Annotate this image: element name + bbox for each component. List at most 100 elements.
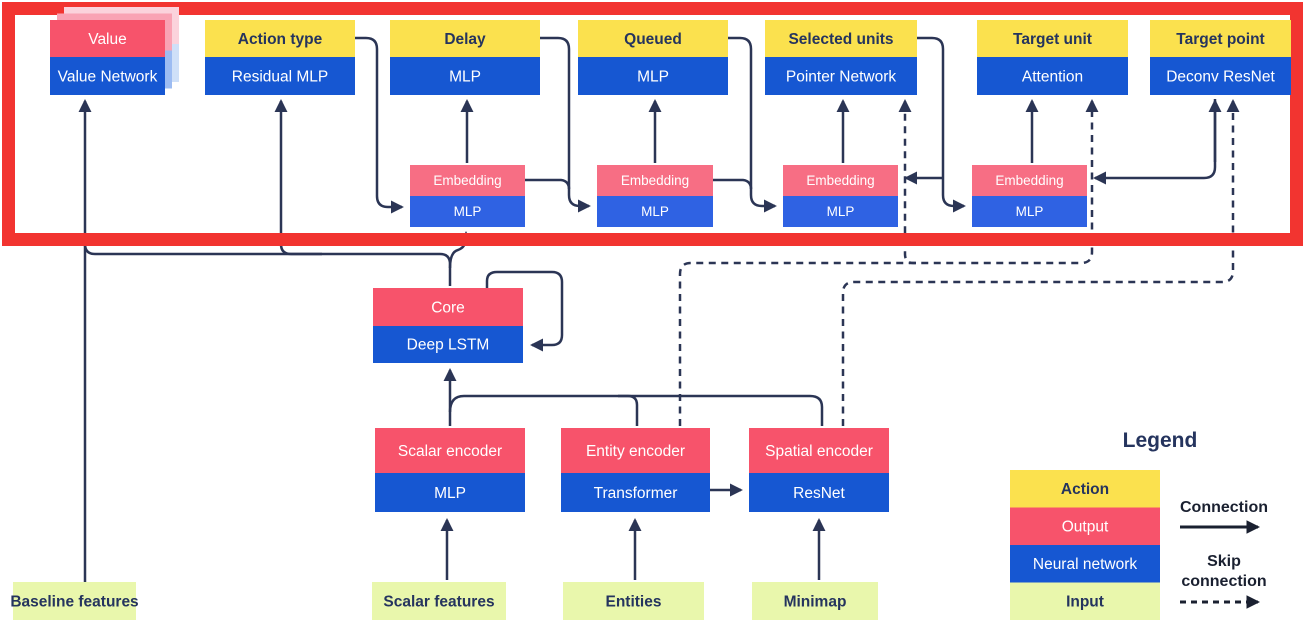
input-scalar-features: Scalar features: [372, 582, 506, 620]
delay-label: Delay: [444, 31, 486, 48]
embedding4-label: Embedding: [995, 173, 1063, 188]
action-type-network-box: [205, 57, 355, 95]
core-label: Core: [431, 300, 465, 317]
core-lstm-box: [373, 326, 523, 363]
legend-skip-label-line1: Skip: [1207, 553, 1241, 570]
selected-units-network-box: [765, 57, 917, 95]
connector-embedding1-output-join: [525, 178, 571, 190]
connector-selectedunits-to-embedding4: [917, 36, 966, 213]
legend-connection-label: Connection: [1180, 499, 1268, 516]
red-highlight-border: [2, 2, 1303, 246]
embedding4-top-box: [972, 165, 1087, 196]
baseline-features-label: Baseline features: [10, 594, 138, 611]
scalar-encoder-label: Scalar encoder: [398, 443, 502, 460]
spatial-encoder-resnet-box: [749, 473, 889, 512]
spatial-encoder-resnet-label: ResNet: [793, 485, 845, 502]
baseline-features-box: [13, 582, 136, 620]
head-block-selected-units: Selected units Pointer Network: [765, 20, 917, 95]
head-block-target-unit: Target unit Attention: [977, 20, 1128, 95]
embedding1-mlp-box: [410, 196, 525, 227]
value-network-box: [50, 57, 165, 95]
embedding2-mlp-label: MLP: [641, 204, 669, 219]
core-block: Core Deep LSTM: [373, 288, 523, 363]
encoder-entity: Entity encoder Transformer: [561, 428, 710, 512]
scalar-features-label: Scalar features: [383, 594, 494, 611]
connector-encoder-merge-line: [448, 394, 824, 426]
action-type-action-box: [205, 20, 355, 57]
spatial-encoder-label: Spatial encoder: [765, 443, 873, 460]
selected-units-label: Selected units: [788, 31, 893, 48]
embedding1-mlp-label: MLP: [454, 204, 482, 219]
connector-queued-to-embedding3: [728, 36, 777, 213]
scalar-features-box: [372, 582, 506, 620]
target-unit-label: Target unit: [1013, 31, 1092, 48]
entities-label: Entities: [606, 594, 662, 611]
legend-swatch-neural-network: [1010, 545, 1160, 583]
queued-network-box: [578, 57, 728, 95]
minimap-label: Minimap: [784, 594, 847, 611]
head-block-action-type: Action type Residual MLP: [205, 20, 355, 95]
embedding4-mlp-box: [972, 196, 1087, 227]
connector-actiontype-to-embedding1: [355, 36, 404, 214]
selected-units-network-label: Pointer Network: [786, 69, 897, 86]
legend-neural-network-label: Neural network: [1033, 556, 1137, 573]
connector-embedding2-output-join: [713, 178, 753, 190]
legend-swatch-action: [1010, 470, 1160, 508]
spatial-encoder-top-box: [749, 428, 889, 473]
target-unit-network-label: Attention: [1022, 69, 1083, 86]
entity-encoder-top-box: [561, 428, 710, 473]
target-point-network-box: [1150, 57, 1291, 95]
connector-core-self-loop: [485, 270, 564, 352]
value-label: Value: [88, 31, 127, 48]
target-point-label: Target point: [1176, 31, 1264, 48]
skip-entity-to-attention: [678, 99, 1099, 426]
entities-box: [563, 582, 704, 620]
input-baseline-features: Baseline features: [10, 582, 139, 620]
encoder-spatial: Spatial encoder ResNet: [749, 428, 889, 512]
embedding3-top-box: [783, 165, 898, 196]
embedding1-top-box: [410, 165, 525, 196]
entity-encoder-label: Entity encoder: [586, 443, 685, 460]
legend-input-label: Input: [1066, 594, 1104, 611]
connector-core-to-residual-mlp: [274, 99, 322, 256]
embedding4-mlp-label: MLP: [1016, 204, 1044, 219]
target-point-action-box: [1150, 20, 1291, 57]
legend-title: Legend: [1123, 429, 1198, 452]
legend: Legend Action Output Neural network Inpu…: [1010, 429, 1268, 620]
target-unit-network-box: [977, 57, 1128, 95]
embedding-block-1: Embedding MLP: [410, 165, 525, 227]
entity-encoder-transformer-label: Transformer: [594, 485, 678, 502]
embedding-block-4: Embedding MLP: [972, 165, 1087, 227]
connectors-skip: [678, 99, 1240, 426]
encoder-scalar: Scalar encoder MLP: [375, 428, 525, 512]
core-lstm-label: Deep LSTM: [407, 337, 490, 354]
embedding2-top-box: [597, 165, 713, 196]
connector-deconv-feedback-embedding4: [1093, 99, 1217, 185]
delay-action-box: [390, 20, 540, 57]
connector-delay-to-embedding2: [540, 36, 591, 213]
embedding3-label: Embedding: [806, 173, 874, 188]
scalar-encoder-mlp-label: MLP: [434, 485, 466, 502]
input-minimap: Minimap: [752, 582, 878, 620]
entity-encoder-transformer-box: [561, 473, 710, 512]
head-block-value: Value Value Network: [50, 7, 179, 95]
selected-units-action-box: [765, 20, 917, 57]
legend-skip-label-line2: connection: [1181, 573, 1266, 590]
value-output-box: [50, 20, 165, 57]
legend-action-label: Action: [1061, 481, 1109, 498]
embedding2-mlp-box: [597, 196, 713, 227]
target-point-network-label: Deconv ResNet: [1166, 69, 1275, 86]
delay-network-box: [390, 57, 540, 95]
queued-network-label: MLP: [637, 69, 669, 86]
connectors-solid: [78, 36, 1222, 582]
minimap-box: [752, 582, 878, 620]
legend-output-label: Output: [1062, 519, 1109, 536]
connector-entity-encoder-branch: [618, 394, 639, 426]
core-top-box: [373, 288, 523, 326]
scalar-encoder-mlp-box: [375, 473, 525, 512]
scalar-encoder-top-box: [375, 428, 525, 473]
embedding3-mlp-box: [783, 196, 898, 227]
head-block-queued: Queued MLP: [578, 20, 728, 95]
